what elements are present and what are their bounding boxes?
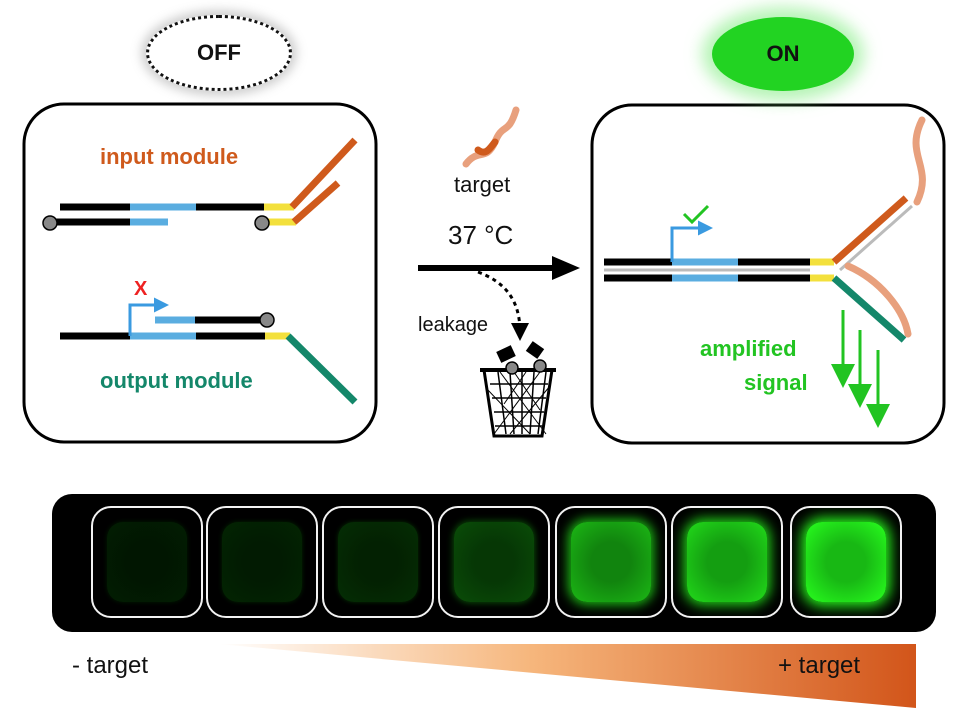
signal-arrows (831, 310, 890, 428)
input-module-duplex (42, 137, 358, 231)
positive-target-label: + target (778, 652, 861, 679)
leakage-arrow (477, 270, 529, 341)
concentration-gradient (218, 644, 916, 708)
on-state-panel (590, 103, 946, 445)
well-fluorescence (338, 522, 418, 602)
fluorescence-well (671, 506, 783, 618)
output-module-label: output module (100, 368, 253, 393)
leakage-label: leakage (418, 314, 489, 336)
off-state-panel (22, 102, 378, 444)
temperature-label: 37 °C (448, 220, 514, 250)
negative-target-label: - target (72, 652, 149, 679)
well-fluorescence (222, 522, 302, 602)
activated-complex (604, 116, 926, 343)
on-label: ON (766, 41, 800, 66)
fluorescence-well (555, 506, 667, 618)
off-label: OFF (197, 40, 241, 65)
trash-can-icon (480, 341, 556, 438)
signal-label: signal (744, 370, 808, 395)
target-strand (462, 106, 520, 168)
check-icon (682, 204, 710, 225)
fluorescence-well (790, 506, 902, 618)
fluorescence-well (438, 506, 550, 618)
well-fluorescence (107, 522, 187, 602)
well-fluorescence (687, 522, 767, 602)
output-module-duplex (60, 297, 358, 405)
blocked-x-mark: X (134, 278, 148, 300)
input-module-label: input module (100, 144, 239, 169)
well-fluorescence (454, 522, 534, 602)
off-state-badge: OFF (146, 15, 292, 91)
fluorescence-well (322, 506, 434, 618)
on-state-badge: ON (712, 17, 854, 91)
amplified-label: amplified (700, 336, 797, 361)
target-label: target (454, 172, 511, 197)
fluorescence-well (206, 506, 318, 618)
well-fluorescence (806, 522, 886, 602)
well-fluorescence (571, 522, 651, 602)
fluorescence-well (91, 506, 203, 618)
